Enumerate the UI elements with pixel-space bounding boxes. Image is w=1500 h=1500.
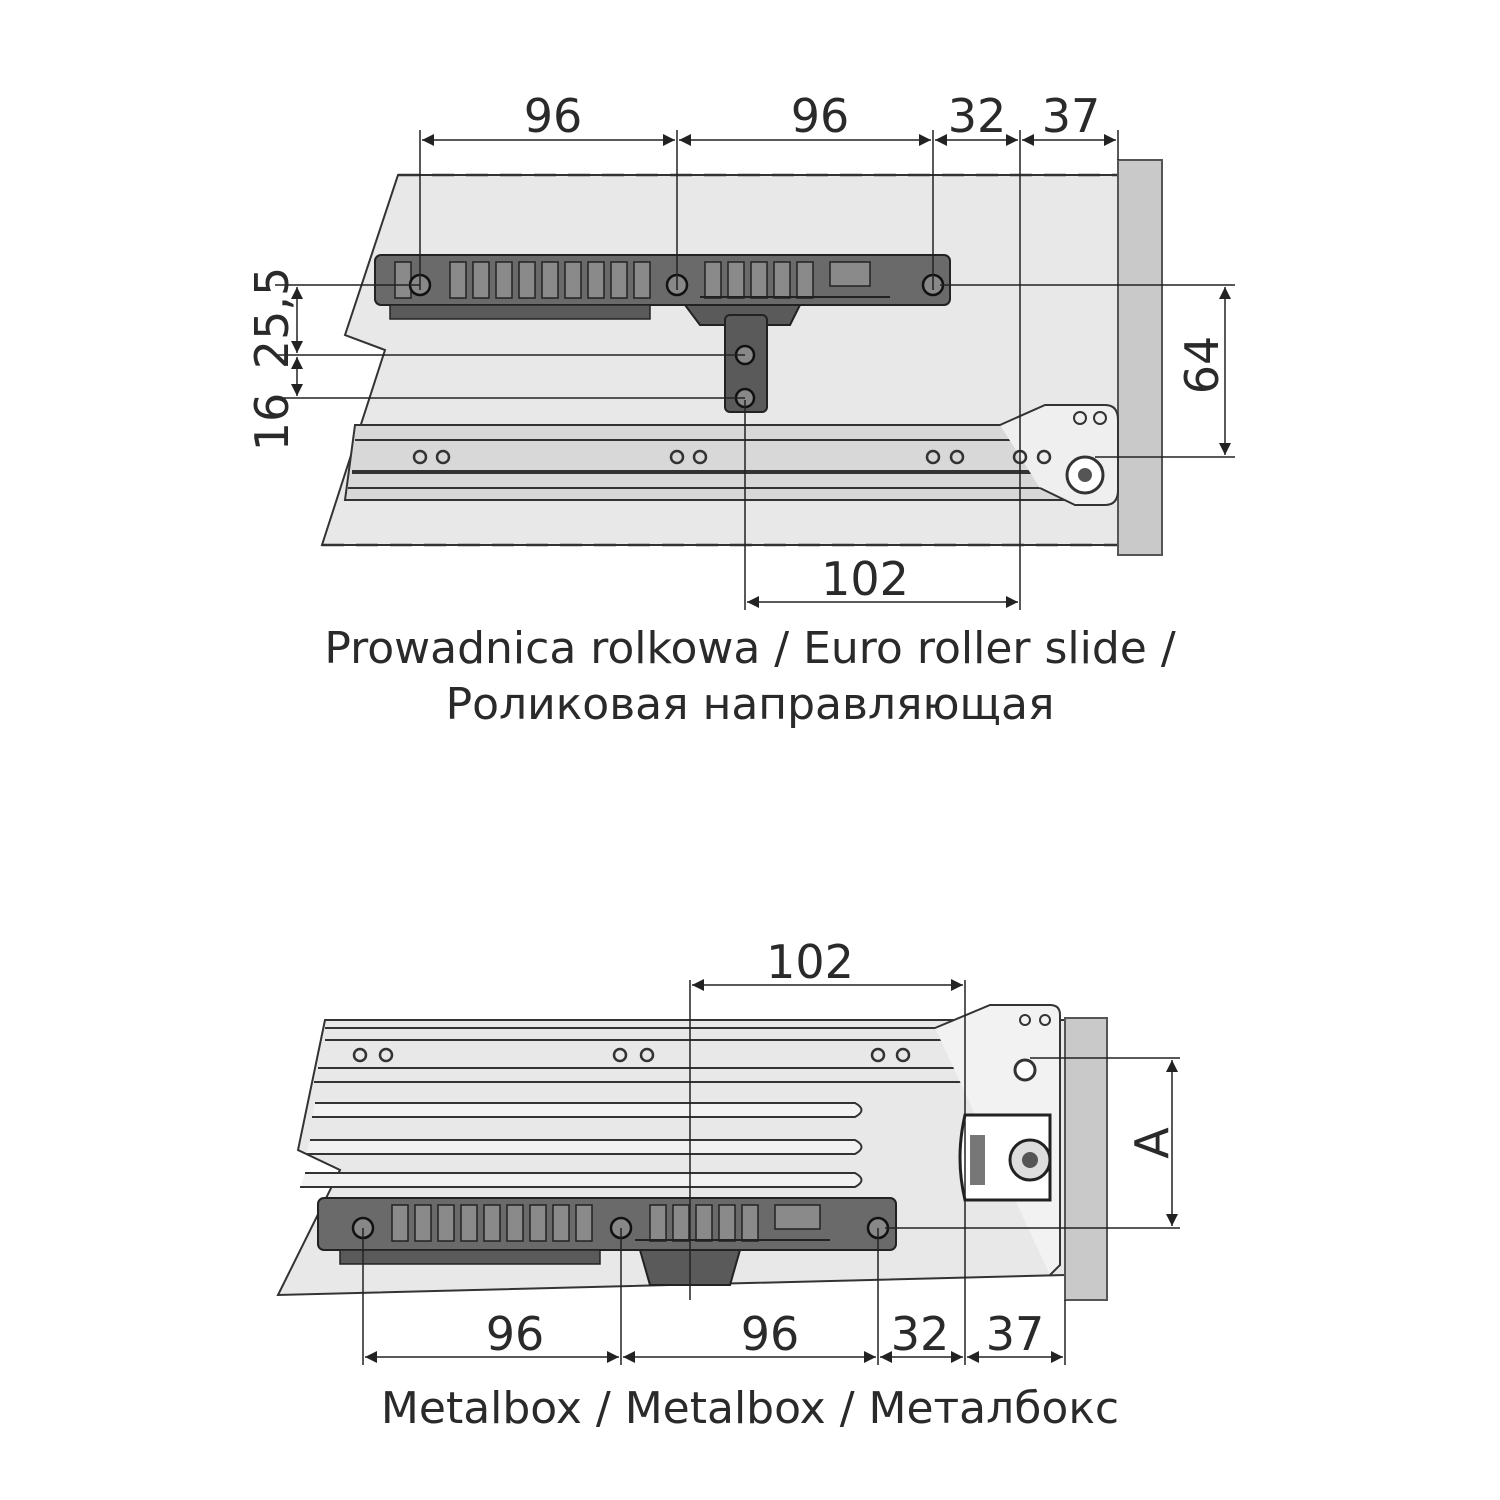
top-dim-height: 64 [1175,336,1229,395]
top-dim-pitch-2: 96 [791,89,850,143]
bottom-dimension-lines [362,979,1180,1365]
bottom-front-bracket [958,1113,1052,1202]
top-figure: 96 96 32 37 102 25,5 16 64 [245,89,1235,610]
bottom-dim-front: 37 [986,1307,1045,1361]
bottom-dim-height: A [1125,1127,1179,1159]
bottom-figure: 102 96 96 32 37 A [276,935,1180,1365]
bottom-dim-slide-offset: 102 [766,935,854,989]
top-dim-vertical-2: 16 [245,393,299,452]
top-dim-front: 37 [1042,89,1101,143]
top-push-unit [374,254,951,413]
top-dim-slide-offset: 102 [821,552,909,606]
top-dim-vertical-1: 25,5 [245,267,299,369]
top-caption-line-2: Роликовая направляющая [445,679,1055,730]
bottom-dim-pitch-2: 96 [741,1307,800,1361]
bottom-dim-pitch-1: 96 [486,1307,545,1361]
top-roller-slide-rail [343,404,1119,506]
bottom-front-panel [1064,1017,1108,1301]
bottom-caption: Metalbox / Metalbox / Металбокс [380,1383,1120,1434]
bottom-dim-gap: 32 [891,1307,950,1361]
top-caption-line-1: Prowadnica rolkowa / Euro roller slide / [324,623,1176,674]
top-front-panel [1117,159,1163,556]
top-dim-pitch-1: 96 [524,89,583,143]
top-dim-gap: 32 [948,89,1007,143]
top-dimension-lines [275,130,1235,610]
